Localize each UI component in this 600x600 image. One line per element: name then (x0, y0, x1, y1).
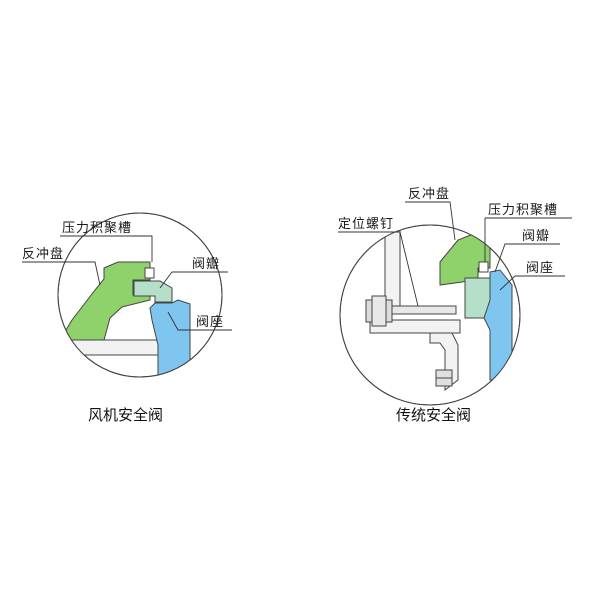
right-set-screw-shaft (389, 305, 457, 315)
right-label-valve-seat: 阀座 (526, 261, 554, 276)
right-caption: 传统安全阀 (396, 406, 471, 424)
left-leader-recoil-disc (22, 261, 101, 286)
right-leader-pressure-groove (484, 217, 572, 262)
right-label-valve-disc: 阀瓣 (522, 229, 550, 244)
right-leader-valve-seat (499, 275, 565, 291)
right-diagram: 反冲盘 压力积聚槽 定位螺钉 阀瓣 阀座 传统安全阀 (338, 186, 572, 424)
left-diagram: 压力积聚槽 反冲盘 阀瓣 阀座 风机安全阀 (22, 212, 232, 424)
left-valve-disc (133, 280, 173, 303)
left-leader-valve-seat (167, 311, 232, 331)
right-body-plate (369, 319, 461, 334)
left-label-pressure-groove: 压力积聚槽 (62, 221, 132, 236)
right-label-pressure-groove: 压力积聚槽 (488, 203, 558, 218)
right-set-screw-nut (371, 295, 387, 327)
right-leader-set-screw (338, 231, 419, 307)
left-label-recoil-disc: 反冲盘 (22, 246, 64, 262)
left-caption: 风机安全阀 (88, 406, 163, 424)
right-label-recoil-disc: 反冲盘 (408, 186, 450, 202)
left-label-valve-disc: 阀瓣 (192, 257, 220, 272)
left-leader-pressure-groove (60, 235, 153, 262)
left-label-valve-seat: 阀座 (196, 315, 224, 330)
left-pressure-groove (144, 267, 155, 279)
right-leader-recoil-disc (405, 201, 456, 241)
left-leader-valve-disc (159, 271, 228, 289)
right-pressure-groove (478, 261, 489, 273)
right-leader-valve-disc (494, 243, 560, 273)
right-valve-seat (483, 269, 513, 381)
left-valve-seat (149, 299, 191, 377)
right-label-set-screw: 定位螺钉 (338, 217, 394, 232)
